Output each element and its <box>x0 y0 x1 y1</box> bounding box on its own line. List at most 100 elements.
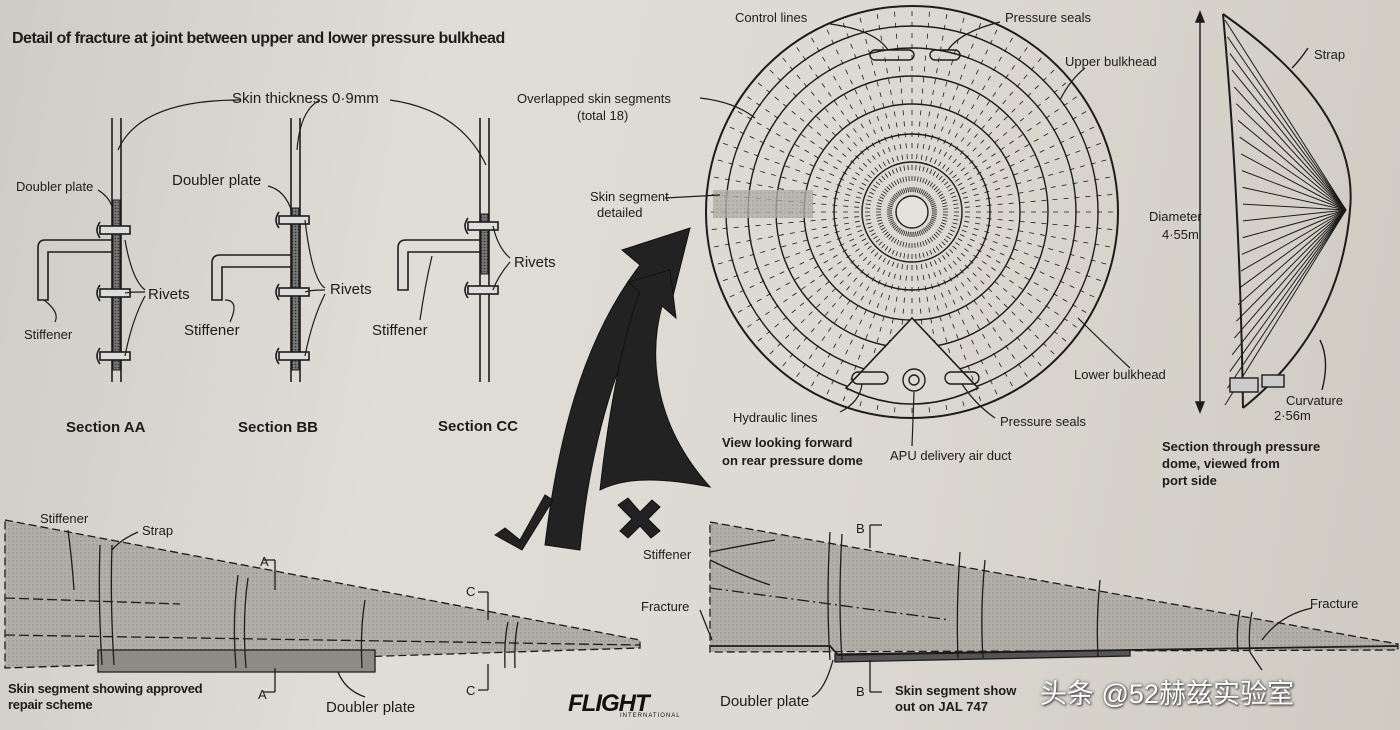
dome-side-rib <box>1224 19 1347 211</box>
dome-side-rib <box>1236 103 1347 211</box>
upper-bulkhead-label: Upper bulkhead <box>1065 54 1157 69</box>
dome-radial-line <box>809 229 903 389</box>
dome-radial-line <box>929 220 1098 299</box>
dome-radial-line <box>915 11 948 193</box>
section-marker-c-bottom: C <box>466 683 476 698</box>
dome-radial-line <box>876 231 909 413</box>
dome-radial-line <box>923 228 1030 380</box>
dome-radial-line <box>913 231 931 416</box>
dome-side-rib <box>1227 36 1347 211</box>
dome-radial-line <box>714 216 893 266</box>
section-marker-c-top: C <box>466 584 476 599</box>
dome-radial-line <box>923 44 1030 196</box>
dome-radial-line <box>931 176 1113 209</box>
dome-radial-line <box>924 227 1044 369</box>
flight-logo-subtitle: INTERNATIONAL <box>620 713 681 719</box>
pressure-dome-front-view <box>705 5 1119 419</box>
doubler-plate-label-a: Doubler plate <box>16 179 94 194</box>
dome-radial-line <box>841 20 906 194</box>
skin-segment-detailed-label-2: detailed <box>597 205 643 220</box>
dome-radial-line <box>918 20 983 194</box>
dome-radial-line <box>708 213 893 231</box>
dome-side-rib <box>1240 209 1347 272</box>
skin-segment-right <box>699 521 1399 698</box>
dome-side-rib <box>1229 53 1347 211</box>
control-lines-label: Control lines <box>735 10 808 25</box>
dome-radial-line <box>711 215 893 248</box>
dome-radial-line <box>915 231 948 413</box>
overlapped-total-label: (total 18) <box>577 108 629 123</box>
diameter-label-1: Diameter <box>1149 209 1202 224</box>
pressure-seals-top-label: Pressure seals <box>1005 10 1091 25</box>
dome-radial-line <box>925 67 1057 199</box>
dome-radial-line <box>916 14 966 193</box>
dome-radial-line <box>893 8 911 193</box>
lower-bulkhead-label: Lower bulkhead <box>1074 367 1166 382</box>
section-aa-label: Section AA <box>66 419 146 436</box>
dome-radial-line <box>720 218 894 283</box>
section-marker-b-top: B <box>856 521 865 536</box>
dome-radial-line <box>726 125 895 204</box>
curvature-label-1: Curvature <box>1286 393 1344 408</box>
dome-radial-line <box>767 67 899 199</box>
dome-side-rib <box>1237 120 1347 211</box>
dome-side-rib <box>1237 209 1347 305</box>
dome-radial-line <box>755 80 897 200</box>
dome-radial-line <box>780 55 900 197</box>
stiffener-label-a: Stiffener <box>24 327 73 342</box>
diameter-label-2: 4·55m <box>1162 227 1199 242</box>
left-caption-2: repair scheme <box>8 697 93 712</box>
dome-radial-line <box>735 109 895 203</box>
dome-radial-line <box>720 141 894 206</box>
right-caption-1: Skin segment show <box>895 683 1017 698</box>
right-fracture-left-label: Fracture <box>641 599 690 614</box>
dome-radial-line <box>929 125 1098 204</box>
strap-side-label: Strap <box>1314 47 1346 62</box>
dome-radial-line <box>780 227 900 369</box>
dome-radial-line <box>927 80 1069 200</box>
rivets-label-b: Rivets <box>330 281 372 298</box>
skin-segment-left <box>4 519 641 698</box>
dome-radial-line <box>928 223 1080 330</box>
pressure-seals-bottom-label: Pressure seals <box>1000 414 1086 429</box>
rivets-label-a: Rivets <box>148 286 190 303</box>
dome-side-rib <box>1229 209 1347 372</box>
left-stiffener-label: Stiffener <box>40 511 89 526</box>
dome-radial-line <box>920 229 999 398</box>
right-stiffener-label: Stiffener <box>643 547 692 562</box>
dome-radial-line <box>930 218 1104 283</box>
dome-radial-line <box>930 141 1104 206</box>
dome-side-rib <box>1242 209 1347 239</box>
view-forward-caption-2: on rear pressure dome <box>722 453 863 468</box>
dome-leaders <box>664 21 1131 447</box>
dome-radial-line <box>913 8 931 193</box>
dome-radial-line <box>918 230 983 404</box>
section-dome-caption-2: dome, viewed from <box>1162 456 1280 471</box>
dome-side-rib <box>1231 69 1347 211</box>
dome-radial-line <box>858 14 908 193</box>
apu-duct-label: APU delivery air duct <box>890 448 1012 463</box>
dome-side-rib <box>1231 209 1347 356</box>
right-caption-2: out on JAL 747 <box>895 699 988 714</box>
dome-radial-line <box>726 220 895 299</box>
dome-radial-line <box>794 228 901 380</box>
dome-radial-line <box>735 221 895 315</box>
view-forward-caption-1: View looking forward <box>722 435 853 450</box>
skin-segment-detailed-label-1: Skin segment <box>590 189 669 204</box>
curvature-label-2: 2·56m <box>1274 408 1311 423</box>
dome-radial-line <box>893 231 911 416</box>
dome-side-rib <box>1242 186 1347 211</box>
overlapped-skin-label: Overlapped skin segments <box>517 91 671 106</box>
dome-radial-line <box>928 94 1080 201</box>
dome-radial-line <box>921 35 1015 195</box>
section-cc-label: Section CC <box>438 418 519 435</box>
dome-side-rib <box>1239 209 1347 289</box>
dome-radial-line <box>927 224 1069 344</box>
right-doubler-label: Doubler plate <box>720 693 810 710</box>
dome-side-rib <box>1239 136 1347 211</box>
dome-radial-line <box>931 215 1113 248</box>
stiffener-label-b: Stiffener <box>184 322 240 339</box>
dome-radial-line <box>929 221 1089 315</box>
